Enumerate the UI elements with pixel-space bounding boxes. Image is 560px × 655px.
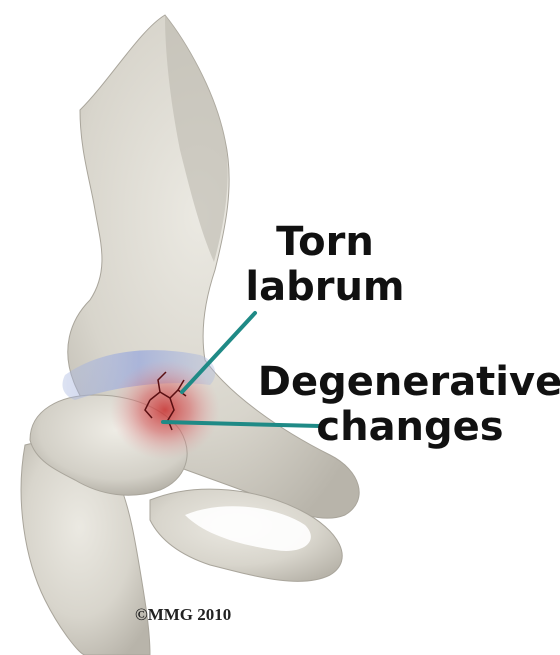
copyright-text: ©MMG 2010 bbox=[135, 605, 231, 624]
inflammation-area bbox=[110, 360, 220, 460]
torn-labrum-label-line1: Torn bbox=[276, 219, 374, 265]
degenerative-label-line1: Degenerative bbox=[258, 359, 560, 405]
degenerative-label-line2: changes bbox=[316, 404, 503, 450]
torn-labrum-label-line2: labrum bbox=[245, 264, 404, 310]
